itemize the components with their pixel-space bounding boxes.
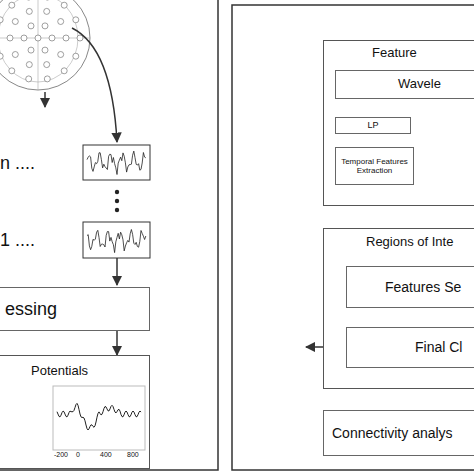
ellipsis-dot	[115, 208, 119, 212]
eeg-trace	[87, 151, 146, 174]
signal-box	[83, 222, 150, 258]
axis-tick: 0	[76, 451, 80, 458]
signal-box	[83, 145, 150, 180]
box-label: essing	[0, 299, 57, 320]
box-label: Features Se	[347, 279, 461, 295]
erp-plot	[51, 384, 151, 454]
box-label: Wavele	[336, 77, 441, 92]
box-label: LP	[364, 120, 381, 130]
process-box: Final Cl	[346, 327, 474, 368]
ellipsis-dot	[115, 199, 119, 203]
process-box: LP	[335, 117, 411, 134]
channel-label: 1 ....	[0, 231, 35, 249]
right-panel	[232, 5, 474, 470]
process-box: Regions of InteFeatures Se Final Cl	[323, 228, 474, 389]
electrode-head	[0, 0, 90, 90]
channel-label: n ....	[0, 154, 35, 172]
box-label: Final Cl	[347, 339, 462, 355]
box-heading: Regions of Inte	[366, 235, 453, 250]
axis-tick: 400	[100, 451, 112, 458]
box-label: Temporal Features Extraction	[336, 157, 413, 175]
head-arrow	[44, 92, 46, 107]
process-box: essing	[0, 287, 150, 331]
ellipsis-dot	[115, 190, 119, 194]
box-label: Connectivity analys	[324, 425, 453, 441]
eeg-trace	[87, 230, 146, 253]
flow-arrow	[116, 331, 118, 355]
process-box: Temporal Features Extraction	[335, 147, 414, 185]
axis-tick: 800	[127, 451, 139, 458]
flow-arrow	[116, 258, 118, 285]
head-arrow	[72, 28, 117, 142]
axis-tick: -200	[54, 451, 68, 458]
process-box: Features Se	[346, 266, 474, 308]
process-box: Wavele	[335, 70, 474, 99]
process-box: Connectivity analys	[323, 410, 474, 456]
box-heading: Feature	[372, 46, 417, 61]
box-heading: Potentials	[31, 364, 88, 379]
process-box: FeatureWaveleLP Temporal Features Extract…	[323, 40, 474, 206]
